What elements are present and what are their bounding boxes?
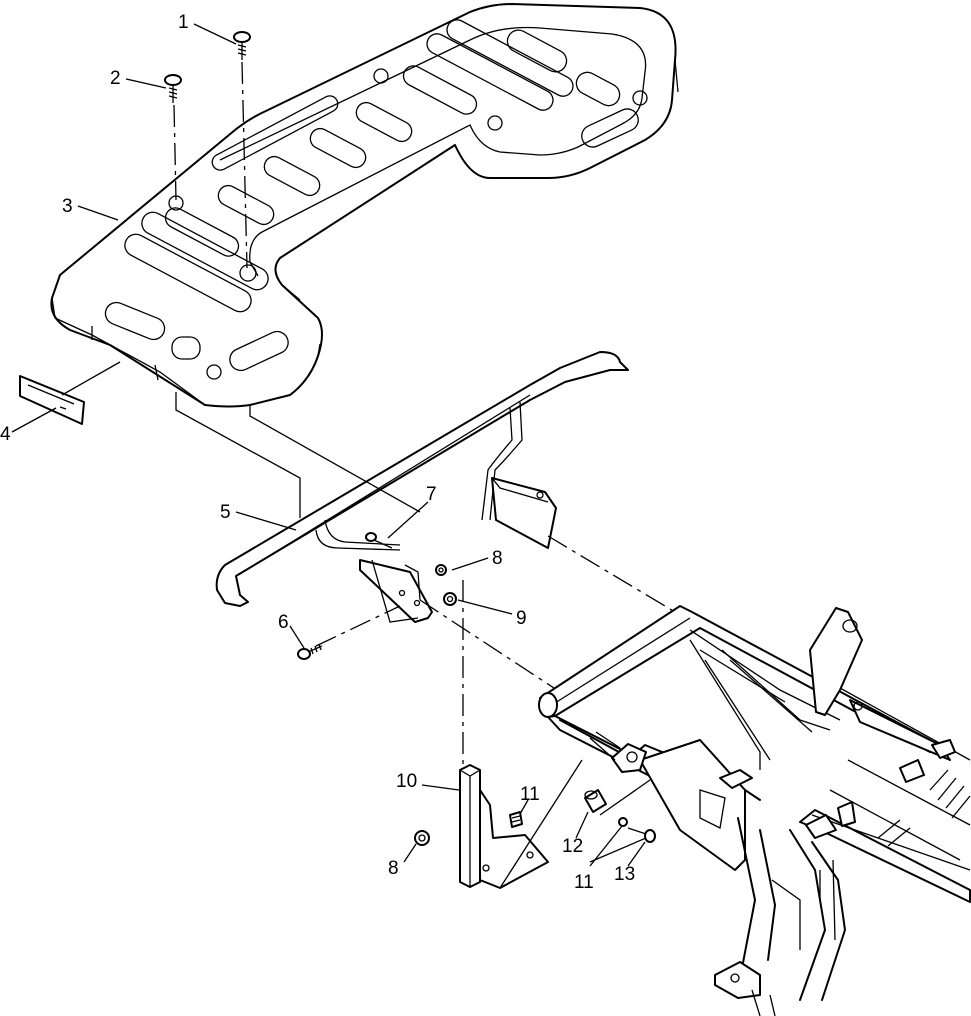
callout-7: 7 (426, 484, 437, 505)
callout-5: 5 (220, 502, 231, 523)
reflector-plate (19, 375, 85, 425)
hitch-post (459, 759, 583, 889)
callout-10: 10 (396, 771, 417, 792)
callout-8-lower: 8 (388, 858, 399, 879)
screw-part-1 (233, 31, 251, 60)
callout-4: 4 (0, 424, 11, 445)
callout-13: 13 (614, 864, 635, 885)
washer-part-8-lower (414, 830, 430, 846)
rear-rack (50, 3, 679, 408)
callout-11-lower: 11 (574, 872, 594, 893)
callout-3: 3 (62, 196, 73, 217)
pin-part-11-upper (509, 811, 523, 828)
callout-8-upper: 8 (492, 548, 503, 569)
callout-2: 2 (110, 68, 121, 89)
callout-12: 12 (562, 836, 583, 857)
bolt-part-13 (627, 827, 656, 843)
bolt-part-6 (297, 643, 323, 660)
callout-6: 6 (278, 612, 289, 633)
bushing-part-12 (584, 789, 607, 813)
vehicle-frame (538, 605, 971, 1016)
callout-9: 9 (516, 608, 527, 629)
leader-lines (11, 23, 646, 867)
rack-slots (104, 19, 648, 380)
callout-labels: 1 2 3 4 5 6 7 8 9 10 11 8 12 11 13 (0, 12, 635, 893)
washer-part-11-lower (618, 817, 628, 827)
callout-11-upper: 11 (520, 784, 540, 805)
screw-part-2 (164, 74, 182, 103)
callout-1: 1 (178, 12, 189, 33)
rack-support-bracket (215, 351, 629, 623)
washer-part-8-upper (435, 564, 447, 576)
hitch-mount-area (589, 731, 647, 773)
bolt-part-7 (365, 532, 393, 549)
locknut-part-9 (443, 592, 457, 606)
